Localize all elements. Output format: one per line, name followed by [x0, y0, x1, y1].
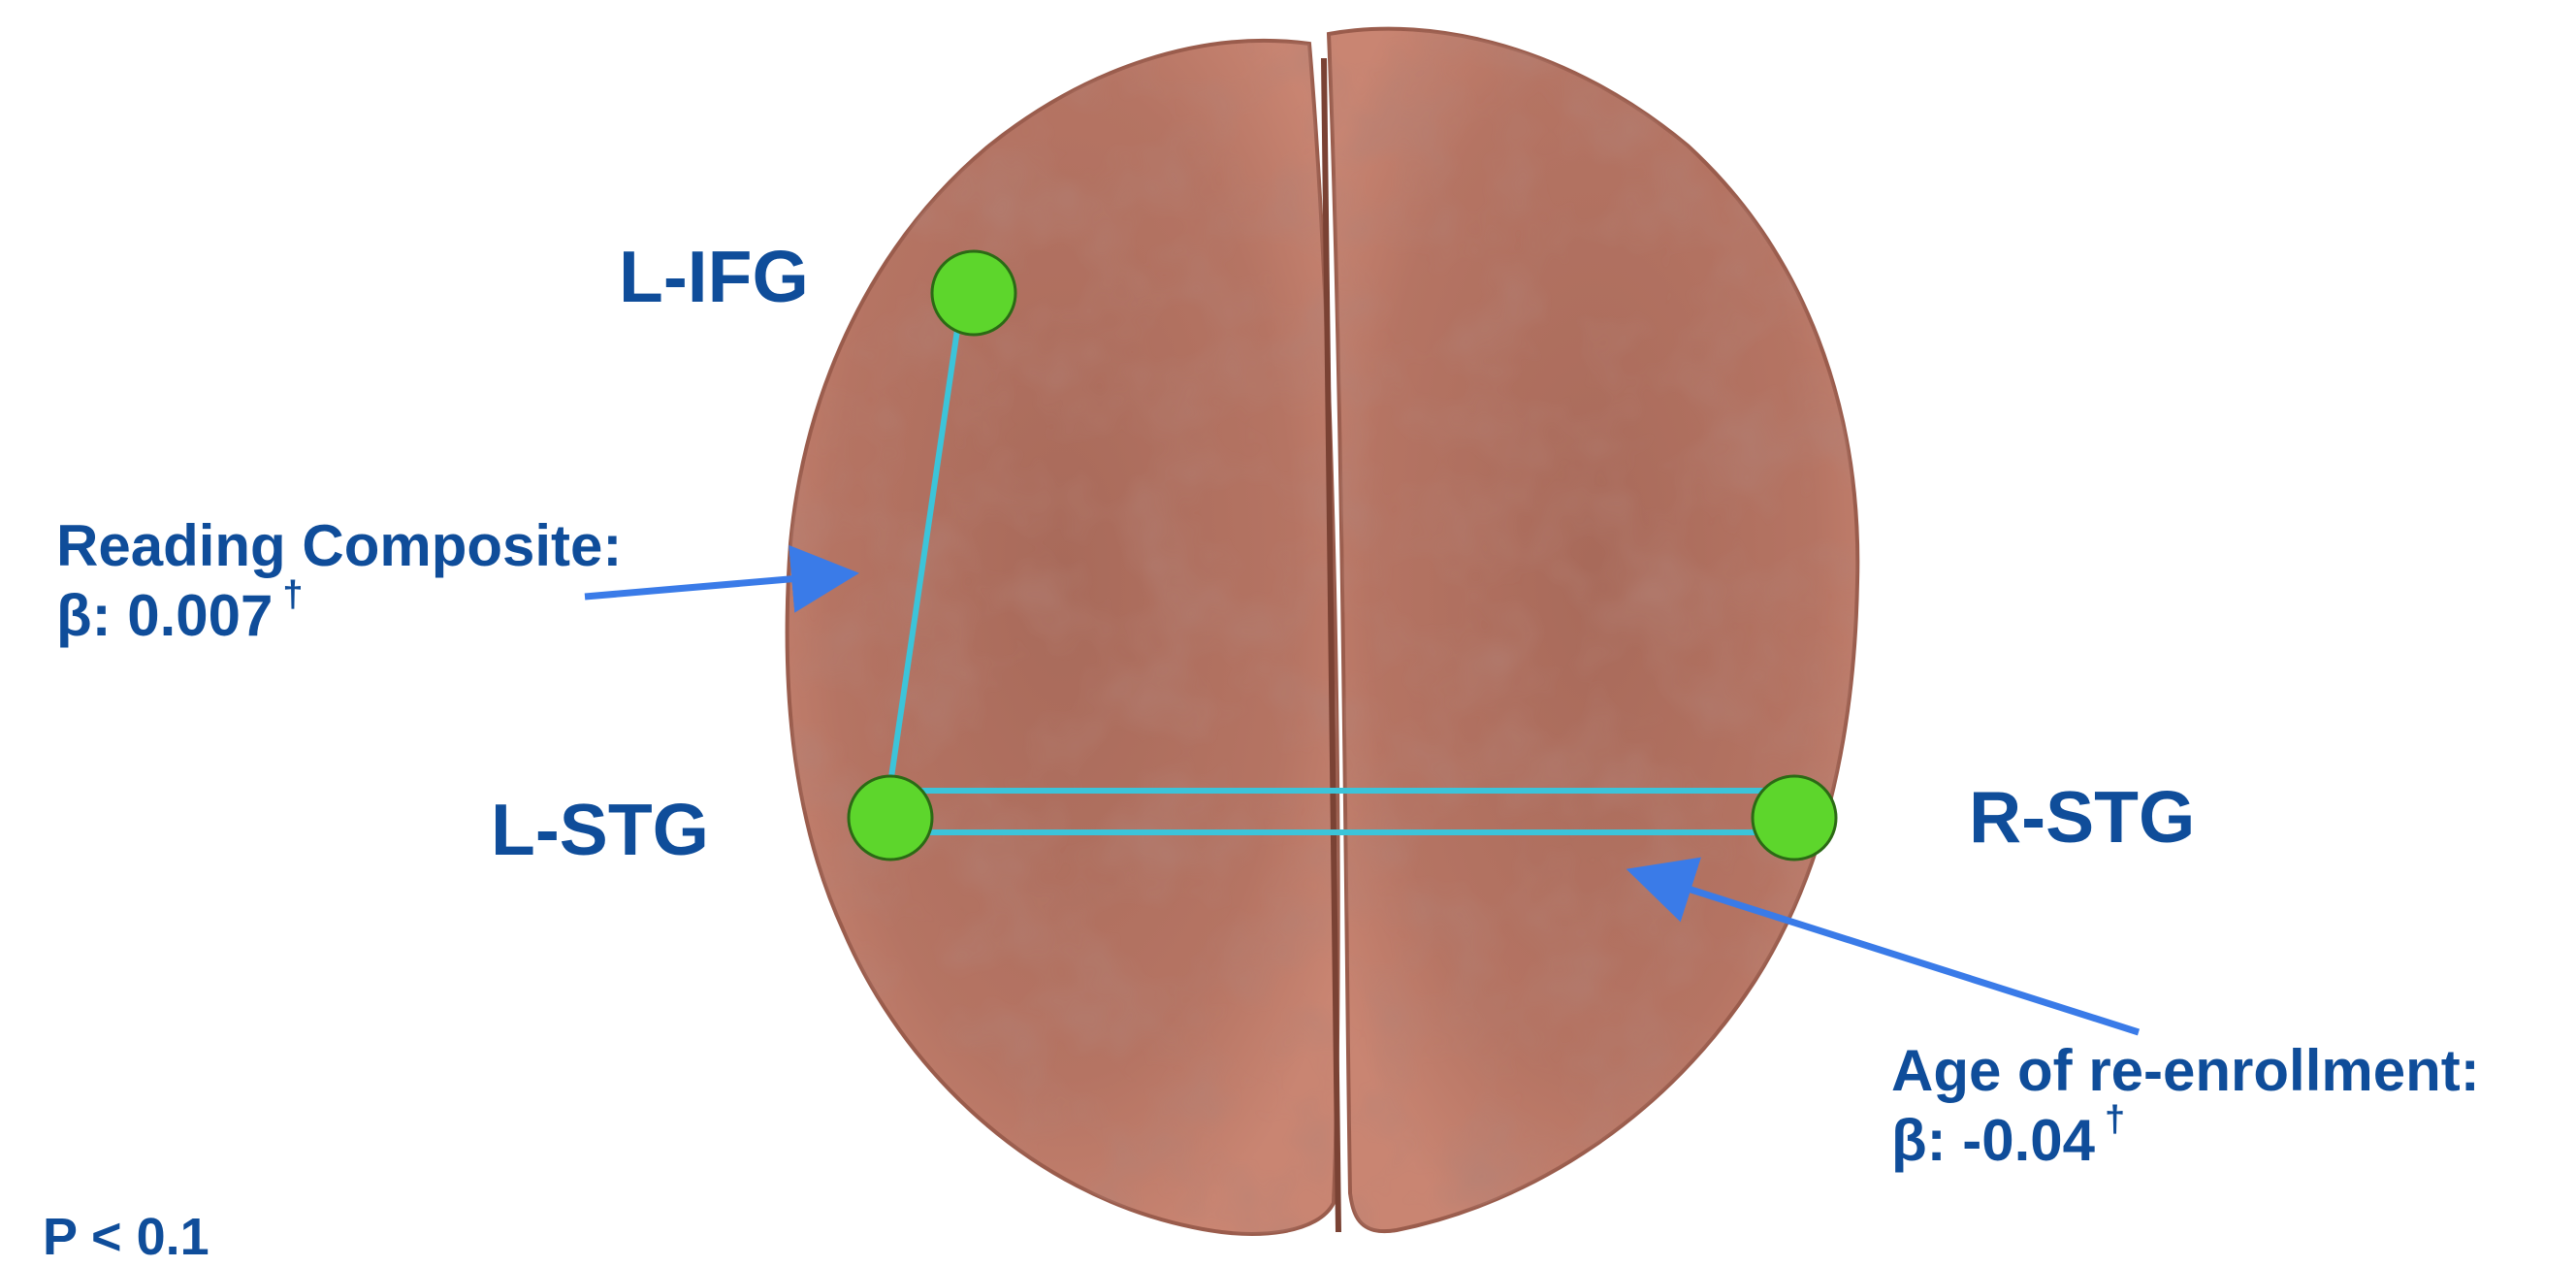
reading-composite-beta-row: β: 0.007†	[56, 581, 622, 651]
age-reenrollment-title: Age of re-enrollment:	[1891, 1036, 2480, 1106]
right-hemisphere-texture	[1329, 29, 1857, 1232]
significance-footnote: P < 0.1	[43, 1211, 209, 1263]
node-r-stg	[1753, 776, 1836, 860]
age-reenrollment-beta-row: β: -0.04†	[1891, 1106, 2480, 1176]
annotation-age-reenrollment: Age of re-enrollment: β: -0.04†	[1891, 1036, 2480, 1176]
node-l-stg	[849, 776, 932, 860]
label-r-stg: R-STG	[1969, 781, 2195, 854]
annotation-reading-composite: Reading Composite: β: 0.007†	[56, 511, 622, 651]
node-l-ifg	[932, 251, 1015, 335]
label-l-ifg: L-IFG	[619, 241, 809, 313]
left-hemisphere-texture	[788, 41, 1338, 1234]
reading-composite-title: Reading Composite:	[56, 511, 622, 581]
reading-composite-dagger: †	[282, 574, 303, 615]
label-l-stg: L-STG	[491, 794, 709, 866]
brain-image	[788, 29, 1858, 1234]
age-reenrollment-beta: β: -0.04	[1891, 1108, 2095, 1173]
reading-composite-beta: β: 0.007	[56, 583, 273, 648]
age-reenrollment-dagger: †	[2105, 1099, 2125, 1140]
